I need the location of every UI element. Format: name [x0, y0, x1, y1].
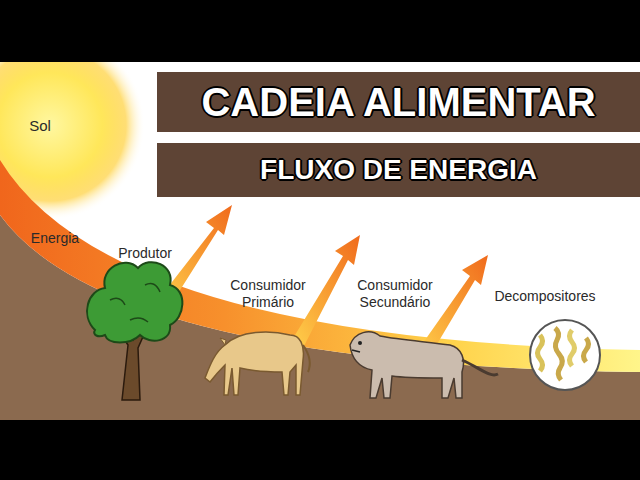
title: CADEIA ALIMENTAR — [201, 80, 595, 125]
energy-label: Energia — [10, 230, 100, 247]
secondary-consumer-label: Consumidor Secundário — [343, 277, 448, 311]
primary-consumer — [205, 332, 310, 395]
bottom-bar — [0, 420, 640, 480]
tree — [87, 262, 182, 400]
primary-consumer-label: Consumidor Primário — [218, 277, 318, 311]
energy-arrows — [158, 205, 488, 356]
ground — [0, 215, 640, 420]
producer-label: Produtor — [100, 245, 190, 262]
sun-node: Sol — [0, 85, 80, 165]
decomposers-label: Decompositores — [480, 288, 610, 305]
decomposers — [530, 320, 600, 390]
node-text: Sol — [29, 117, 51, 134]
subtitle: FLUXO DE ENERGIA — [260, 154, 537, 186]
top-bar — [0, 0, 640, 62]
secondary-consumer — [350, 332, 498, 398]
